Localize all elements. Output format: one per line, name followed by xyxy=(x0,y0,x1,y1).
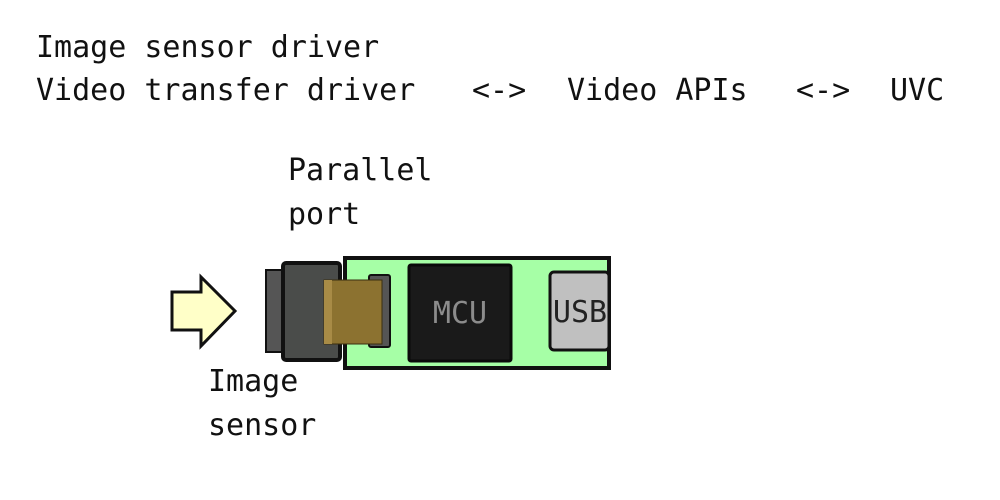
parallel-port-connector-edge xyxy=(324,280,332,344)
image-sensor-driver-label: Image sensor driver xyxy=(36,30,380,65)
bidirectional-arrow-2: <-> xyxy=(796,73,851,108)
usb-connector xyxy=(548,270,611,352)
mcu-label: MCU xyxy=(433,296,487,331)
uvc-label: UVC xyxy=(890,73,945,108)
parallel-port-label-line2: port xyxy=(288,197,361,232)
light-input-arrow-icon xyxy=(170,273,238,350)
parallel-port-connector xyxy=(323,279,383,345)
image-sensor-label-line2: sensor xyxy=(208,408,317,443)
video-transfer-driver-label: Video transfer driver xyxy=(36,73,416,108)
video-apis-label: Video APIs xyxy=(567,73,748,108)
usb-label: USB xyxy=(553,295,607,330)
mcu-chip xyxy=(407,263,513,363)
parallel-port-label-line1: Parallel xyxy=(288,153,433,188)
bidirectional-arrow-1: <-> xyxy=(472,73,527,108)
image-sensor-label-line1: Image xyxy=(208,364,299,399)
